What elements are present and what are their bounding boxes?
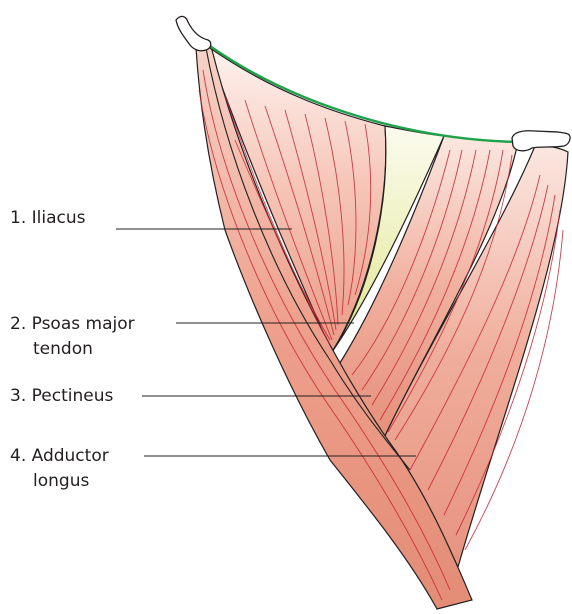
label-iliacus: 1. Iliacus [10, 206, 85, 230]
label-adductor-longus-line2: longus [33, 469, 89, 493]
label-adductor-longus-line1: 4. Adductor [10, 444, 109, 468]
asis-bone [176, 16, 211, 50]
label-psoas-major-line1: 2. Psoas major [10, 312, 135, 336]
label-pectineus: 3. Pectineus [10, 384, 113, 408]
label-psoas-major-line2: tendon [33, 337, 93, 361]
